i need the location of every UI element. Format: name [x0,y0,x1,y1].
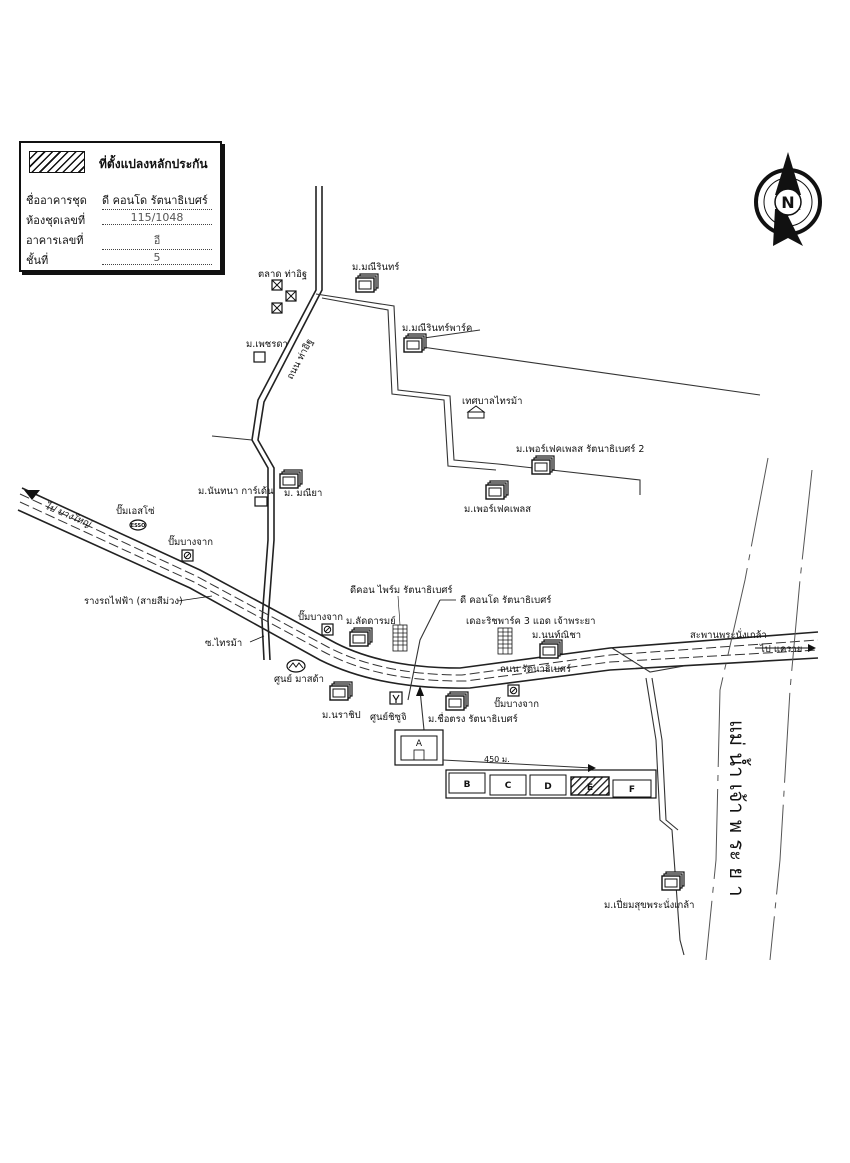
block-e-label: E [587,783,593,793]
river-name: แม่ น้ำ เจ้า พ ระ ย า [725,720,751,897]
market-icon [271,302,283,314]
label-mazda: ศูนย์ มาสด้า [274,673,324,685]
site-leader [407,599,441,701]
label-m-nonthanicha: ม.นนท์ณิชา [532,629,581,641]
block-d-label: D [544,782,551,792]
river-bank-east [769,469,813,961]
rattanathibet-road [17,487,819,689]
compass-icon: N [754,152,822,246]
government-icon [466,405,486,419]
legend-key: ชื่ออาคารชุด [26,194,87,207]
legend-row-floor: ชั้นที่ 5 [26,251,212,269]
road-label-rattanathibet: ถนน รัตนาธิเบศร์ [500,663,571,675]
gas-station-icon [507,684,520,697]
housing-icon [661,871,685,891]
legend-key: อาคารเลขที่ [26,234,84,247]
block-e-highlight [570,776,610,796]
housing-icon [279,469,303,489]
river-bank-west [705,457,769,961]
label-pump-bangchak-1: ปั๊มบางจาก [168,534,213,548]
label-pump-bangchak-2: ปั๊มบางจาก [298,609,343,623]
housing-icon [403,333,427,353]
label-to-bang-yai: ไป บางใหญ่ [43,500,94,531]
block-b-label: B [464,780,471,790]
label-m-naravip: ม.นราชิป [322,710,361,721]
block-a-label: A [416,739,423,749]
site-arrow-icon [416,686,424,696]
legend-title: ที่ตั้งแปลงหลักประกัน [99,157,208,171]
label-m-phetcharat: ม.เพชรดา [246,339,288,350]
legend-box: ที่ตั้งแปลงหลักประกัน ชื่ออาคารชุด ดี คอ… [19,141,222,272]
legend-key: ห้องชุดเลขที่ [26,214,86,227]
gas-station-icon [181,549,194,562]
label-to-khwae: ไป แคราย [759,643,802,655]
housing-icon [445,691,469,711]
housing-icon [355,273,379,293]
market-icon [271,279,283,291]
legend-row-building: ชื่ออาคารชุด ดี คอนโด รัตนาธิเบศร์ [26,191,212,210]
label-esso: ปั๊มเอสโซ่ [116,503,155,517]
compass-letter: N [781,193,794,212]
label-m-maneerin: ม.มณีรินทร์ [352,261,399,273]
legend-row-block: อาคารเลขที่ อี [26,231,212,250]
label-dcondo-rattanathibet: ดี คอนโด รัตนาธิเบศร์ [460,594,551,606]
label-m-ladarom: ม.ลัดดารมย์ [346,615,396,627]
market-icon [285,290,297,302]
legend-value: 115/1048 [102,211,212,225]
label-m-chuetrong: ม.ชื่อตรง รัตนาธิเบศร์ [428,712,518,725]
road-label-tha-it: ถนน ท่าอิฐ [285,337,316,381]
label-dcondo-prime: ดีคอน ไพร์ม รัตนาธิเบศร์ [350,584,452,596]
housing-icon [329,681,353,701]
label-thesaban: เทศบาลไทรม้า [462,395,522,407]
legend-key: ชั้นที่ [26,254,49,267]
label-rail: รางรถไฟฟ้า (สายสีม่วง) [84,595,183,607]
legend-row-unit: ห้องชุดเลขที่ 115/1048 [26,211,212,229]
svg-text:ESSO: ESSO [131,523,146,529]
legend-value: อี [102,231,212,250]
condo-tower-icon [497,627,513,655]
label-m-maneeya: ม. มณียา [284,487,322,499]
block-f-label: F [629,785,635,795]
label-talad-tha-it: ตลาด ท่าอิฐ [258,269,307,280]
road-network [211,186,761,661]
label-toyota: ศูนย์ชิซูจิ [370,711,407,723]
label-m-perfect-place: ม.เพอร์เฟคเพลส [464,503,531,515]
label-m-nanthana: ม.นันทนา การ์เด้น [198,485,274,497]
gas-station-icon [321,623,334,636]
arrow-east-icon [808,644,816,652]
legend-value: 5 [102,251,212,265]
label-m-maneerin-park: ม.มณีรินทร์พาร์ค [402,322,472,334]
housing-icon [349,627,373,647]
side-road-east [645,677,685,956]
building-icon [253,351,266,363]
label-m-perfect-place-2: ม.เพอร์เฟคเพลส รัตนาธิเบศร์ 2 [516,443,644,455]
block-c-label: C [505,781,512,791]
label-the-riverpark: เดอะริชพาร์ค 3 แอด เจ้าพระยา [466,615,595,627]
label-bridge: สะพานพระนั่งเกล้า [690,628,767,641]
label-m-piam-sook: ม.เปี่ยมสุขพระนั่งเกล้า [604,898,694,911]
legend-value: ดี คอนโด รัตนาธิเบศร์ [102,191,212,210]
mazda-logo-icon [286,659,306,673]
label-pump-bangchak-3: ปั๊มบางจาก [494,696,539,710]
blocks-row: B C D E F [445,769,657,799]
distance-label: 450 ม. [484,755,510,764]
housing-icon [485,480,509,500]
housing-icon [531,455,555,475]
esso-logo-icon: ESSO [129,519,147,531]
block-a: A [394,729,444,766]
distance-line [442,759,593,769]
hatch-swatch-icon [29,151,85,173]
building-icon [254,496,268,507]
condo-tower-icon [392,624,408,652]
toyota-logo-icon [389,691,403,705]
label-soi-sai-ma: ซ.ไทรม้า [205,637,242,649]
housing-icon [539,639,563,659]
arrow-west-icon [24,490,40,500]
